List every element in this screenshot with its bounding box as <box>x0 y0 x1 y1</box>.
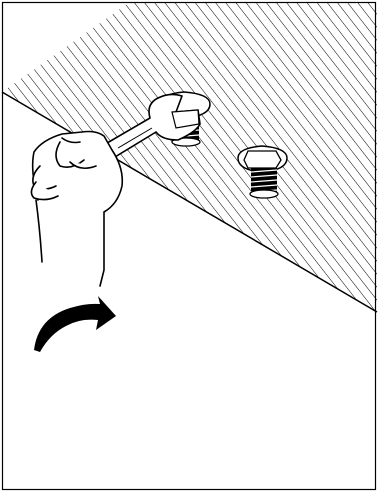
curved-rotation-arrow-icon <box>34 296 116 352</box>
hand-icon <box>31 132 122 287</box>
